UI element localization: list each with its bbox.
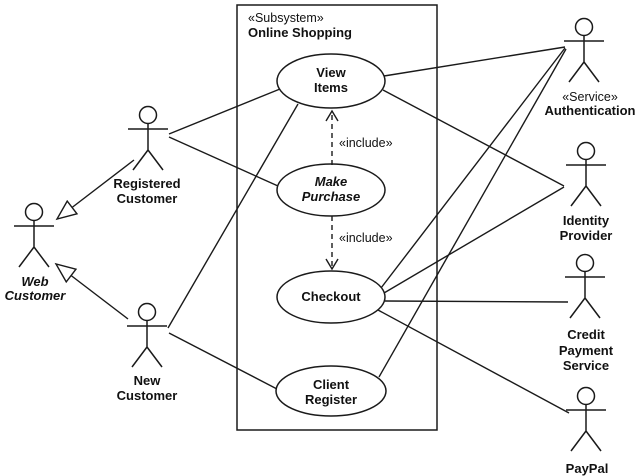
actor-paypal (566, 386, 606, 452)
actor-label-paypal: PayPal (566, 461, 609, 476)
association-client-register-authentication (378, 48, 567, 378)
use-case-label-client-register-2: Register (305, 392, 357, 407)
generalization-registered-customer-web-customer (57, 159, 135, 219)
actor-label-web-customer-2: Customer (5, 288, 67, 303)
use-case-make-purchase (276, 163, 386, 217)
use-case-label-checkout: Checkout (301, 289, 361, 304)
actor-label-new-customer-2: Customer (117, 388, 178, 403)
actor-body (566, 404, 606, 452)
actor-credit-payment-service (565, 253, 605, 319)
subsystem-boundary (236, 4, 438, 431)
actor-body (128, 123, 168, 171)
actor-new-customer (127, 302, 167, 368)
association-registered-customer-view-items (168, 88, 281, 135)
use-case-client-register (275, 365, 387, 417)
association-view-items-identity-provider (382, 89, 565, 187)
include-label-top: «include» (339, 136, 393, 150)
actor-label-registered-customer-2: Customer (117, 191, 178, 206)
association-new-customer-client-register (168, 332, 278, 390)
association-registered-customer-make-purchase (168, 136, 279, 187)
use-case-checkout (276, 270, 386, 324)
use-case-label-client-register-1: Client (313, 377, 350, 392)
actor-head (576, 386, 596, 406)
association-checkout-credit-payment-service (384, 300, 569, 303)
actor-authentication (564, 17, 604, 83)
subsystem-stereotype: «Subsystem» (248, 11, 324, 25)
actor-body (565, 271, 605, 319)
actor-body (127, 320, 167, 368)
use-case-label-make-purchase-1: Make (315, 174, 348, 189)
actor-head (575, 253, 595, 273)
actor-head (576, 141, 596, 161)
actor-head (574, 17, 594, 37)
actor-body (564, 35, 604, 83)
actor-head (137, 302, 157, 322)
actor-label-authentication: Authentication (545, 103, 636, 118)
actor-body (566, 159, 606, 207)
use-case-label-view-items-1: View (316, 65, 346, 80)
actor-stereotype-authentication: «Service» (562, 90, 618, 104)
association-new-customer-view-items (167, 103, 299, 329)
actor-label-registered-customer-1: Registered (113, 176, 180, 191)
association-checkout-identity-provider (383, 186, 565, 294)
actor-head (24, 202, 44, 222)
actor-label-identity-provider-1: Identity (563, 213, 610, 228)
use-case-view-items (276, 53, 386, 109)
actor-registered-customer (128, 105, 168, 171)
actor-label-web-customer-1: Web (21, 274, 48, 289)
actor-label-identity-provider-2: Provider (560, 228, 613, 243)
actor-head (138, 105, 158, 125)
association-checkout-paypal (377, 309, 570, 414)
subsystem-name: Online Shopping (248, 25, 352, 40)
actor-identity-provider (566, 141, 606, 207)
actor-web-customer (14, 202, 54, 268)
actor-label-credit-payment-service-2: Payment (559, 343, 614, 358)
include-label-bottom: «include» (339, 231, 393, 245)
actor-label-credit-payment-service-1: Credit (567, 327, 605, 342)
generalization-new-customer-web-customer (56, 264, 129, 320)
use-case-label-make-purchase-2: Purchase (302, 189, 361, 204)
use-case-label-view-items-2: Items (314, 80, 348, 95)
actor-label-credit-payment-service-3: Service (563, 358, 609, 373)
association-view-items-authentication (383, 46, 566, 77)
actor-label-new-customer-1: New (134, 373, 162, 388)
association-checkout-authentication (380, 47, 566, 289)
actor-body (14, 220, 54, 268)
